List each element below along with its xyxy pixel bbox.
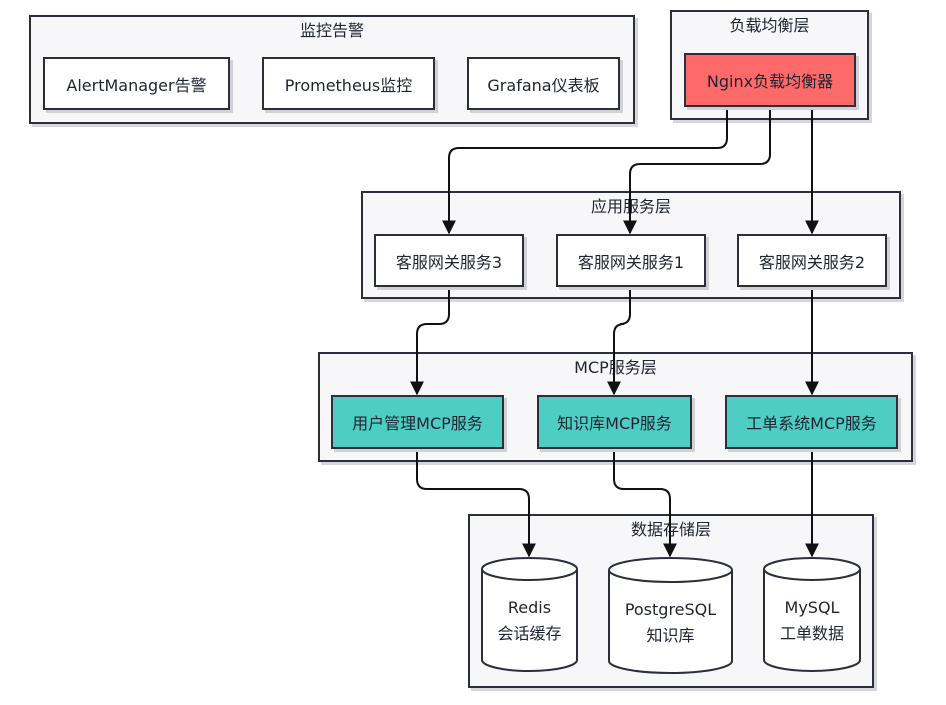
postgresql-desc-label: 知识库 [646, 626, 695, 645]
edge-kb_mcp-to-postgres [613, 449, 677, 558]
mysql-desc-label: 工单数据 [779, 624, 844, 643]
redis-database[interactable]: Redis 会话缓存 [481, 557, 578, 672]
edge-gateway1-to-kb_mcp [607, 287, 631, 396]
postgresql-name-label: PostgreSQL [624, 600, 717, 619]
monitoring-group-title: 监控告警 [299, 21, 364, 40]
nginx-node[interactable]: Nginx负载均衡器 [684, 53, 856, 107]
mcp-service-group-title: MCP服务层 [574, 358, 657, 377]
mysql-database[interactable]: MySQL 工单数据 [763, 557, 861, 672]
ticket-system-mcp-node[interactable]: 工单系统MCP服务 [725, 395, 898, 449]
edge-gateway3-to-user_mcp [410, 287, 450, 396]
grafana-node[interactable]: Grafana仪表板 [467, 57, 620, 110]
mysql-name-label: MySQL [784, 598, 840, 617]
gateway-service-3-node[interactable]: 客服网关服务3 [374, 234, 524, 287]
gateway-service-2-node[interactable]: 客服网关服务2 [737, 234, 887, 287]
prometheus-node[interactable]: Prometheus监控 [262, 57, 435, 110]
load-balancer-group-title: 负载均衡层 [729, 16, 810, 35]
edge-group [410, 107, 819, 558]
alertmanager-node[interactable]: AlertManager告警 [43, 57, 230, 110]
knowledge-base-mcp-node[interactable]: 知识库MCP服务 [537, 395, 692, 449]
cylinder-icon [481, 557, 578, 672]
redis-desc-label: 会话缓存 [497, 624, 562, 643]
gateway-service-1-node[interactable]: 客服网关服务1 [556, 234, 706, 287]
edge-user_mcp-to-redis [416, 449, 536, 558]
user-management-mcp-node[interactable]: 用户管理MCP服务 [331, 395, 504, 449]
redis-name-label: Redis [507, 598, 552, 617]
edge-nginx-to-gateway1 [623, 107, 771, 235]
cylinder-icon [608, 557, 733, 674]
postgresql-database[interactable]: PostgreSQL 知识库 [608, 557, 733, 674]
cylinder-icon [763, 557, 861, 672]
edge-nginx-to-gateway3 [442, 107, 728, 235]
